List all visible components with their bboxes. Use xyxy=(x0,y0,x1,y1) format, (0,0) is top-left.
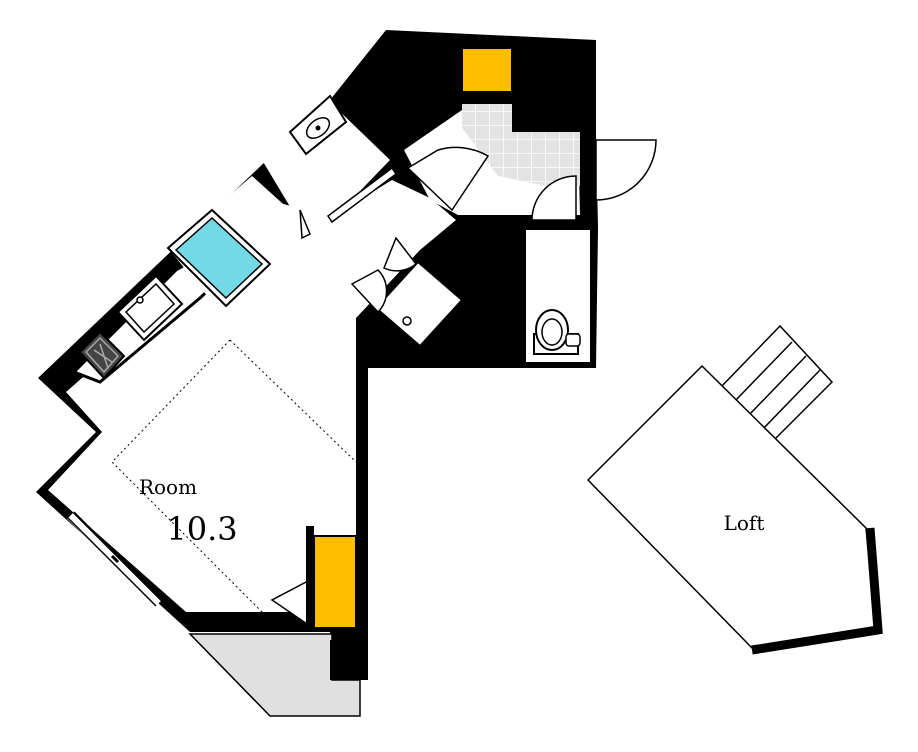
room-floor xyxy=(48,180,456,628)
washroom-door xyxy=(406,146,490,212)
room-label: Room xyxy=(139,475,197,499)
kitchen-sink xyxy=(116,274,184,342)
loft-wall xyxy=(751,527,883,655)
room-size: 10.3 xyxy=(166,510,237,548)
laundry-floor xyxy=(374,260,464,348)
laundry-door-left xyxy=(350,269,388,314)
balcony-pillar xyxy=(330,640,368,680)
sliding-door xyxy=(299,166,398,240)
laundry-door-right xyxy=(383,236,418,272)
entry-door xyxy=(595,139,657,201)
ladder-rungs xyxy=(733,341,821,431)
entrance-storage xyxy=(461,47,513,93)
loft-floor xyxy=(586,364,877,649)
toilet-icon xyxy=(533,309,581,355)
stove-icon xyxy=(78,330,126,380)
loft-outline-dotted xyxy=(111,339,357,633)
entrance-tile xyxy=(462,104,580,186)
loft: Loft xyxy=(586,324,883,655)
laundry-drain-icon xyxy=(402,316,412,326)
loft-label: Loft xyxy=(724,511,765,535)
washbasin xyxy=(288,94,348,156)
main-unit: Room 10.3 xyxy=(36,30,657,717)
window xyxy=(67,511,163,607)
toilet-door xyxy=(531,175,577,221)
closet-frame xyxy=(306,526,314,628)
bathtub xyxy=(166,208,272,308)
room-closet xyxy=(313,535,357,629)
washroom-floor xyxy=(262,104,390,218)
